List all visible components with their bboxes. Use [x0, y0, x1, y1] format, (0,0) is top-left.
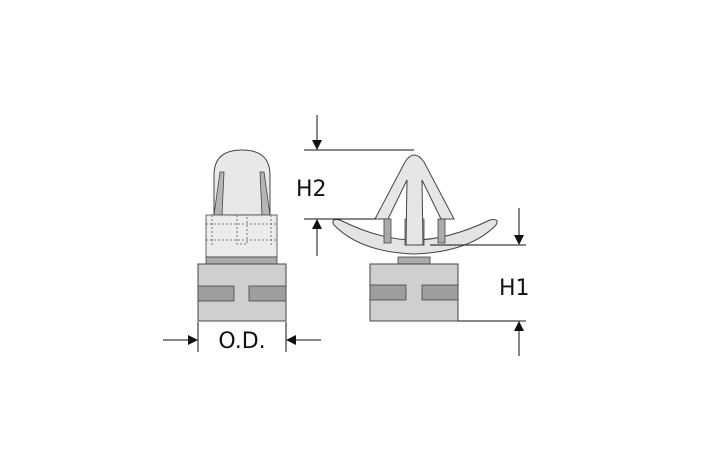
right-latch-right — [437, 218, 446, 244]
left-slot-left — [197, 285, 235, 302]
left-sleeve-hidden-lines — [206, 214, 277, 245]
h2-dimension — [304, 115, 414, 256]
right-neck — [397, 256, 431, 265]
od-label: O.D. — [218, 329, 265, 354]
right-slot-right — [421, 284, 459, 301]
left-flange — [205, 256, 278, 265]
h2-label: H2 — [296, 177, 327, 202]
right-part-front-view — [332, 154, 498, 322]
h1-label: H1 — [499, 276, 530, 301]
right-slot-left — [369, 284, 407, 301]
right-latch-left — [383, 218, 392, 244]
left-part-side-view — [197, 149, 287, 322]
right-arrowhead-clip — [374, 154, 455, 246]
od-dimension — [163, 322, 321, 352]
left-sleeve — [205, 214, 278, 258]
left-slot-right — [248, 285, 287, 302]
h1-dimension — [430, 208, 526, 356]
left-cap-dome — [213, 149, 271, 216]
